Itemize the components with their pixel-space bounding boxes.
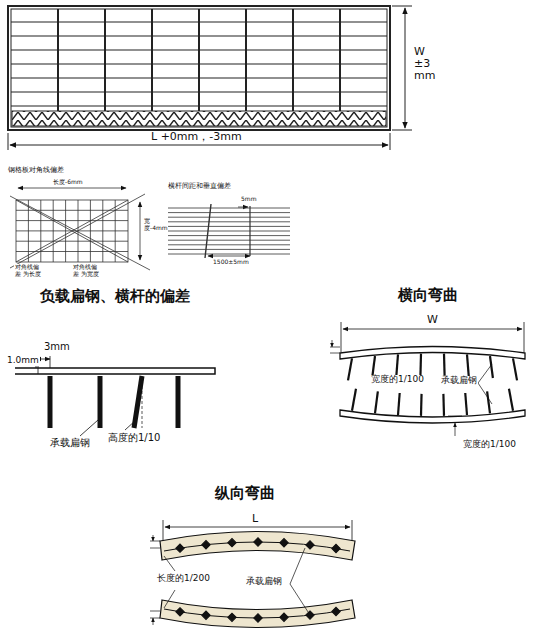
cross-bar [104,9,106,111]
bearing-bar [16,230,128,231]
bearing-bar [11,91,387,92]
cross-bar [228,613,236,621]
figure-title: 钢格板对角线偏差 [8,167,64,175]
dimension-label: W [427,314,438,326]
cross-bar [40,200,41,262]
bearing-bar [11,63,387,64]
cross-bar [115,200,116,262]
dimension-label: 3mm [44,341,70,352]
cross-bar [306,611,314,619]
note: 对角线偏差 为宽度 [72,264,100,277]
cross-bar [176,544,184,552]
cross-bar [78,200,79,262]
bearing-bar [168,240,290,241]
dimension-label: W ±3 mm [414,46,430,82]
bearing-bar [509,389,513,411]
dimension-label: 1500±5mm [212,259,250,266]
bearing-bar [16,251,128,252]
cross-bar [53,200,54,262]
cross-bar [57,9,59,111]
bearing-bar [168,212,290,213]
bearing-bar [467,354,469,376]
note: 对角线偏差 为长度 [14,264,42,277]
bearing-bar [420,394,423,416]
bearing-bar [398,393,400,415]
cross-bar [228,538,236,546]
section-title: 负载扁钢、横杆的偏差 [40,288,190,305]
bearing-bar [419,354,422,376]
cross-bar [280,613,288,621]
bearing-bar [348,358,352,380]
bearing-bar [16,220,128,221]
cross-bar [202,611,210,619]
bearing-bar [443,354,446,376]
cross-bar [306,541,314,549]
cross-bar [292,9,294,111]
bearing-bar [168,208,290,209]
part-name: 承载扁钢 [50,437,90,448]
bearing-bar [442,394,445,416]
bearing-bar [16,241,128,242]
bearing-bar [168,231,290,232]
bearing-bar [16,210,128,211]
cross-bar [280,539,288,547]
bearing-bar [11,77,387,78]
bearing-bar [11,21,387,22]
cross-bar [332,544,340,552]
bearing-bar [168,249,290,250]
bearing-bar [11,35,387,36]
cross-bar [90,200,91,262]
bearing-bar [513,358,517,380]
bearing-bar [11,49,387,50]
cross-bar [176,608,184,616]
bearing-bar [490,356,493,378]
cross-bar [28,200,29,262]
bearing-bar [168,226,290,227]
note: 宽度的1/100 [370,375,425,385]
bearing-bar [168,217,290,218]
dimension-label: L +0mm，-3mm [150,131,243,143]
dimension-label: L [252,513,258,525]
bearing-bar [168,254,290,255]
cross-bar [332,607,340,615]
cross-bar [254,538,262,546]
bearing-bar [487,391,490,413]
note: 高度的1/10 [108,432,160,443]
dimension-label: 5mm [240,196,258,203]
bearing-bar [352,389,356,411]
note: 长度的1/200 [156,574,211,584]
cross-bar [254,614,262,622]
bearing-bar [168,221,290,222]
part-name: 承载扁钢 [245,577,283,587]
note: 长度-6mm [52,179,84,186]
bearing-bar [465,393,467,415]
part-name: 承载扁钢 [440,376,478,386]
cross-bar [245,9,247,111]
note: 宽度-4mm [143,218,153,231]
note: 宽度的1/100 [462,440,517,450]
section-title: 横向弯曲 [398,287,458,304]
cross-bar [202,540,210,548]
cross-bar [65,200,66,262]
figure-title: 横杆间距和垂直偏差 [168,183,231,191]
dimension-label: 1.0mm [6,356,40,366]
cross-bar [102,200,103,262]
bearing-bar [168,235,290,236]
bearing-bar [11,105,387,106]
section-title: 纵向弯曲 [215,485,275,502]
bearing-bar [375,391,378,413]
bearing-bar [396,354,398,376]
cross-bar [151,9,153,111]
cross-bar [198,9,200,111]
bearing-bar [168,244,290,245]
cross-bar [339,9,341,111]
